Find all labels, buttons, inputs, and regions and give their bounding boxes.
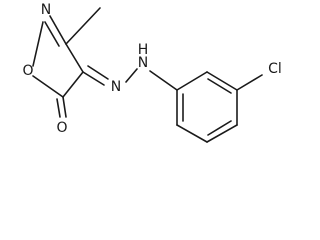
bond-azo-nh bbox=[125, 68, 138, 83]
bond-c5-carbonyl-double bbox=[56, 98, 61, 118]
bond-o1-n2 bbox=[32, 21, 44, 67]
atom-azo-nitrogen: N bbox=[111, 79, 121, 95]
atom-ring-nitrogen: N bbox=[41, 2, 51, 18]
atom-hydrazine-nitrogen: N bbox=[138, 55, 148, 71]
bond-c3-c4 bbox=[65, 43, 84, 73]
bond-ring-inner-2 bbox=[207, 120, 232, 136]
bond-ring-4 bbox=[206, 124, 238, 143]
bond-ring-inner-1 bbox=[207, 78, 232, 94]
atom-carbonyl-oxygen: O bbox=[56, 120, 67, 136]
atom-ring-oxygen: O bbox=[22, 63, 33, 79]
bond-ring-5 bbox=[176, 124, 208, 143]
bond-c4-c5 bbox=[62, 71, 84, 98]
bond-c-cl bbox=[236, 74, 263, 91]
bond-n-c3 bbox=[49, 15, 67, 45]
atom-chlorine: Cl bbox=[268, 61, 282, 77]
atom-labels: N O O N N H Cl bbox=[22, 2, 281, 136]
bond-nh-ipso bbox=[149, 70, 178, 91]
bond-c3-methyl bbox=[65, 7, 101, 45]
atom-hydrazine-hydrogen: H bbox=[138, 42, 149, 58]
bond-n-c3-double bbox=[44, 21, 60, 47]
bond-ring-1 bbox=[176, 71, 208, 91]
bond-c4-azo-double bbox=[87, 65, 109, 80]
bond-ring-2 bbox=[206, 71, 238, 91]
bonds bbox=[32, 7, 263, 143]
bond-c4-azo bbox=[82, 71, 105, 86]
bond-c5-carbonyl bbox=[62, 96, 67, 118]
molecule-structure-diagram: N O O N N H Cl bbox=[22, 2, 282, 143]
bond-c5-o1 bbox=[32, 75, 64, 98]
